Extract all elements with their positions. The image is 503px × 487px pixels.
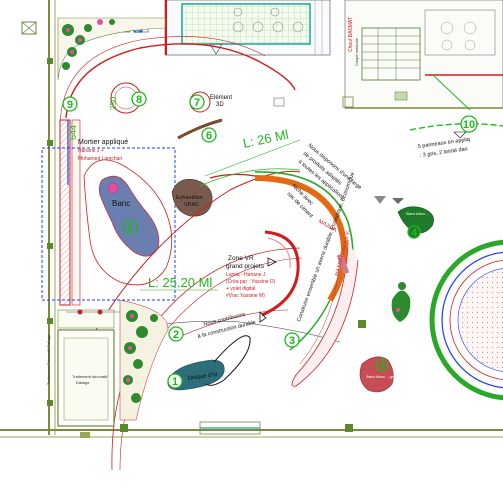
banc-label: Banc <box>112 199 130 208</box>
dimension-250: 250 <box>109 96 118 110</box>
svg-text:6: 6 <box>206 130 212 142</box>
zone-marker-4-bottom[interactable]: 4 <box>375 358 389 372</box>
banc-flower-icon <box>107 182 119 194</box>
mortier-authors-1: Hanane J + <box>78 148 104 154</box>
top-right-note-2: Coupe verticale <box>354 37 359 66</box>
svg-text:4: 4 <box>411 227 418 239</box>
zone-6-arc <box>177 118 223 140</box>
dimension-25ml: L: 25.20 Ml <box>148 275 212 290</box>
stand-4-bottom-label: Stand Mono ... granulats <box>366 375 404 379</box>
banc-shape <box>98 175 160 257</box>
mortier-title: Mortier appliqué <box>78 139 128 146</box>
zone-marker-10[interactable]: 10 <box>460 115 478 133</box>
zone-marker-7[interactable]: 7 <box>189 94 205 110</box>
svg-text:7: 7 <box>194 97 200 109</box>
zone-markers: 1 2 3 4 4 5 6 7 <box>62 91 478 389</box>
mortier-label: Mortier appliqué Hanane J + Mohamed Lamc… <box>78 139 128 162</box>
zone-marker-9[interactable]: 9 <box>62 96 78 112</box>
side-note: Traitement Décoratif Dallage <box>46 333 51 385</box>
svg-text:5: 5 <box>127 222 133 234</box>
dimension-644: 644 <box>68 125 78 140</box>
zone-vr-note-4: #Vrac Yassine M) <box>226 293 265 299</box>
zone-10-arrow-icon <box>453 131 467 139</box>
banc-outline <box>83 159 173 286</box>
zone-vr-note-3: + volet digital <box>226 286 255 292</box>
top-right-building: Chouf BASMAT Coupe verticale <box>342 0 503 111</box>
svg-text:10: 10 <box>463 119 475 131</box>
stand-4-top-label: Stand béton ... <box>406 212 429 216</box>
top-right-note-1: Chouf BASMAT <box>348 17 354 52</box>
zone-vr-arrow-icon <box>267 257 277 267</box>
bottom-left-room: Traitement décoratif Dallage Traitement … <box>46 309 115 427</box>
zone-vr-labels: Zone VR grand projets Lamia - Hanane J (… <box>226 255 277 299</box>
bottom-entrance <box>80 421 353 438</box>
zone-marker-5[interactable]: 5 <box>122 219 138 235</box>
zone-marker-2[interactable]: 2 <box>168 326 184 342</box>
right-round-stand <box>429 239 503 401</box>
disque-or-label: Disque d'or <box>187 372 218 382</box>
svg-text:8: 8 <box>136 94 142 106</box>
zone-2-arrow-icon <box>259 311 267 323</box>
bottom-left-note-2: Dallage <box>76 380 90 385</box>
misc-items <box>66 97 386 328</box>
zone-marker-3[interactable]: 3 <box>284 332 300 348</box>
zone-vr-title-1: Zone VR <box>228 255 254 262</box>
left-hatched-strip: 644 <box>59 119 81 306</box>
svg-text:9: 9 <box>67 99 73 111</box>
echantillon-label: Echantillon <box>176 195 203 201</box>
selection-outline <box>41 147 176 301</box>
left-planting <box>119 299 169 421</box>
zone-marker-4-top[interactable]: 4 <box>407 225 421 239</box>
zone-vr-curve <box>261 230 300 317</box>
svg-text:2: 2 <box>173 329 179 341</box>
top-pavilion: ♿ <box>119 0 331 56</box>
element-3d-label-1: Elément <box>210 95 232 101</box>
stand-4-top: Stand béton ... <box>392 198 434 234</box>
zone-vr-note-1: Lamia - Hanane J <box>226 272 266 278</box>
svg-text:3: 3 <box>289 335 295 347</box>
mortier-authors-2: Mohamed Lamchari <box>78 156 122 162</box>
main-path-outline <box>59 36 296 126</box>
stand-4-top-arrow-icon <box>392 198 404 204</box>
element-3d-label-2: 3D <box>216 102 224 108</box>
zone-marker-6[interactable]: 6 <box>201 127 217 143</box>
svg-text:4: 4 <box>379 360 386 372</box>
bottom-left-note-1: Traitement décoratif <box>72 374 108 379</box>
zone-marker-1[interactable]: 1 <box>167 373 183 389</box>
zone-vr-note-2: (Créa par : Yassine D) <box>226 279 276 285</box>
top-left-garden <box>57 17 166 81</box>
zone-marker-8[interactable]: 8 <box>131 91 147 107</box>
vrac-label: VRAC <box>184 202 199 208</box>
svg-text:1: 1 <box>172 376 178 388</box>
zone-3-curve <box>291 239 359 387</box>
zone-vr-title-2: grand projets <box>226 263 265 270</box>
shrub-cluster-right <box>391 282 411 322</box>
